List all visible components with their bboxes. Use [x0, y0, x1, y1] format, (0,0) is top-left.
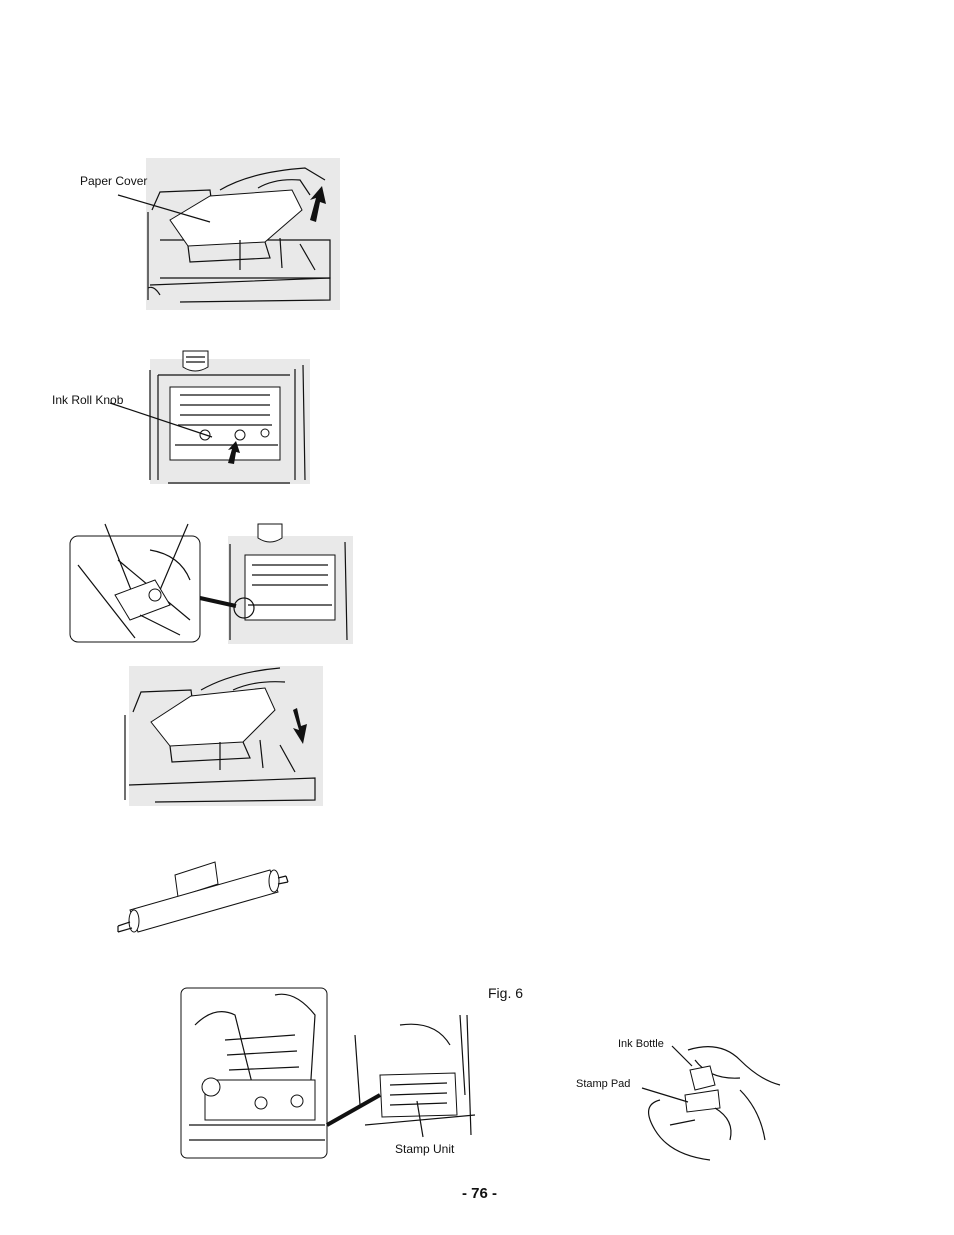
page-number: - 76 - — [462, 1185, 497, 1202]
illustration-close-paper-cover — [115, 660, 325, 810]
stamp-pad-label: Stamp Pad — [576, 1078, 630, 1090]
ink-roll-knob-label: Ink Roll Knob — [52, 393, 123, 407]
illustration-ink-bottle-stamp-pad: Ink Bottle Stamp Pad — [570, 1030, 810, 1170]
stamp-unit-label: Stamp Unit — [395, 1142, 454, 1156]
paper-cover-label: Paper Cover — [80, 174, 147, 188]
illustration-stamp-unit: Stamp Unit — [175, 985, 505, 1195]
illustration-open-paper-cover: Paper Cover — [60, 150, 340, 310]
illustration-ink-roll-detail — [60, 520, 360, 650]
ink-bottle-label: Ink Bottle — [618, 1038, 664, 1050]
illustration-ink-roll-knob: Ink Roll Knob — [50, 345, 320, 490]
illustration-ink-roll — [110, 850, 290, 945]
